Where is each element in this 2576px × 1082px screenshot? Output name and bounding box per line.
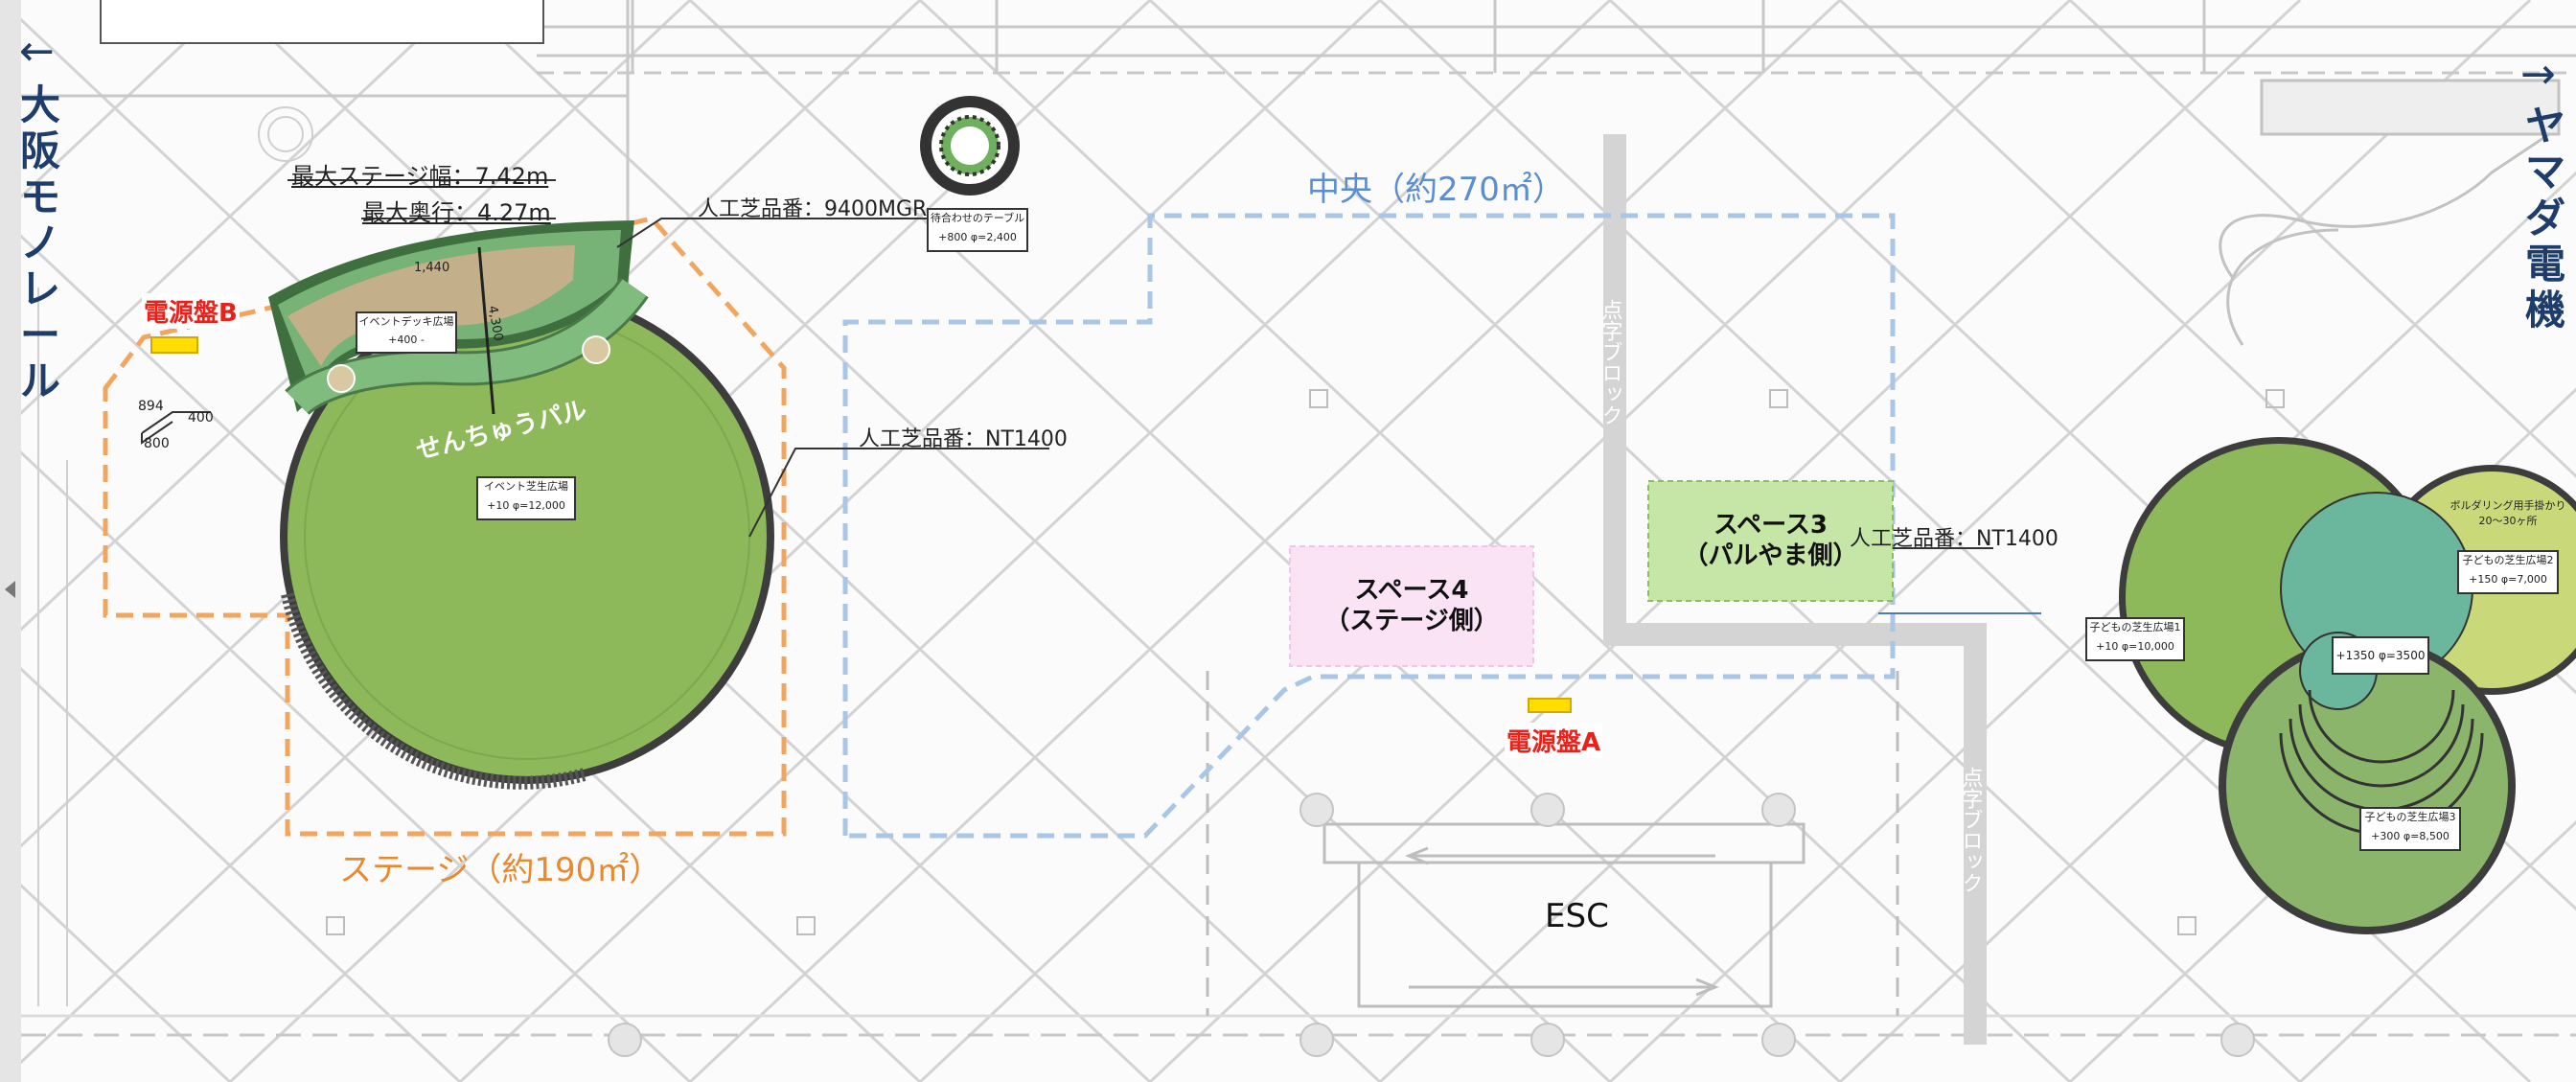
event-deck-level: +400 (388, 334, 418, 346)
direction-char: 阪 (19, 127, 60, 174)
collapse-arrow-icon[interactable] (5, 581, 15, 598)
kids-lawn-2-values: +150 φ=7,000 (2458, 570, 2558, 589)
kids-lawn-3-dim: φ=8,500 (2403, 830, 2450, 842)
kids-lawn-3-title: 子どもの芝生広場3 (2364, 811, 2456, 823)
turf-nt1400-left-label: 人工芝品番：NT1400 (859, 427, 1068, 451)
braille-blocks (1603, 134, 1987, 1045)
center-level: +1350 (2335, 649, 2376, 662)
kids-lawn-2-title: 子どもの芝生広場2 (2462, 554, 2554, 566)
table-info: 待合わせのテーブル +800 φ=2,400 (928, 209, 1027, 247)
right-direction-label: ヤマダ電機 (2520, 104, 2570, 334)
braille-block-label-2: 点字ブロック (1959, 767, 1984, 893)
kids-lawn-1-title: 子どもの芝生広場1 (2089, 621, 2181, 633)
dimension-sketch (141, 411, 211, 445)
direction-char: 機 (2524, 287, 2565, 334)
dim-400: 400 (188, 410, 214, 426)
top-legend-box (100, 0, 544, 44)
left-direction-label: 大阪モノレール (15, 82, 65, 404)
event-deck-title: イベントデッキ広場 (358, 315, 454, 328)
direction-char: 大 (19, 81, 60, 128)
direction-char: ヤ (2524, 103, 2565, 150)
left-arrow-icon: ← (19, 27, 55, 76)
event-lawn-info: イベント芝生広場 +10 φ=12,000 (477, 477, 575, 516)
sidebar-handle[interactable] (0, 0, 21, 1082)
right-arrow-icon: → (2520, 50, 2556, 99)
space4-subtitle: （ステージ側） (1324, 607, 1499, 635)
direction-char: レ (19, 265, 60, 312)
table-values: +800 φ=2,400 (928, 228, 1027, 247)
upper-left-structure (37, 106, 313, 1006)
space4-label[interactable]: スペース4 （ステージ側） (1290, 575, 1533, 636)
building-edge-lines (21, 0, 2576, 1037)
power-box-a (1528, 698, 1572, 713)
bouldering-label: ボルダリング用手掛かり 20〜30ヶ所 (2446, 498, 2570, 529)
table-level: +800 (938, 231, 968, 243)
space3-box[interactable] (1647, 480, 1894, 602)
leader-lines (288, 179, 2041, 614)
braille-block-label-1: 点字ブロック (1598, 299, 1623, 426)
event-deck-info: イベントデッキ広場 +400 - (356, 312, 456, 349)
info-boxes (356, 208, 2559, 851)
event-deck-dim: - (420, 334, 425, 346)
space4-title: スペース4 (1354, 576, 1469, 605)
kids-lawn-3-level: +300 (2371, 830, 2401, 842)
escalator (1206, 671, 1899, 1016)
dim-800: 800 (144, 436, 170, 451)
space3-title: スペース3 (1714, 511, 1828, 540)
power-b-label: 電源盤B (142, 293, 240, 329)
direction-char: ダ (2524, 195, 2565, 242)
power-box-b (150, 336, 198, 354)
power-a-label: 電源盤A (1505, 723, 1603, 758)
dim-894: 894 (138, 399, 164, 414)
direction-char: ー (19, 311, 60, 358)
turf-9400-label: 人工芝品番：9400MGR (698, 197, 928, 221)
direction-char: マ (2524, 149, 2565, 196)
center-dim: φ=3500 (2378, 649, 2426, 662)
center-mound-info: +1350 φ=3500 (2333, 646, 2428, 665)
center-area-label: 中央（約270㎡） (1307, 171, 1565, 209)
max-depth-label: 最大奥行：4.27m (362, 199, 551, 226)
direction-char: モ (19, 173, 60, 220)
space4-box[interactable] (1289, 545, 1534, 667)
kids-lawn-1-level: +10 (2096, 640, 2119, 653)
kids-lawn-1-info: 子どもの芝生広場1 +10 φ=10,000 (2086, 618, 2184, 656)
max-stage-width-label: 最大ステージ幅：7.42m (291, 163, 549, 190)
esc-label: ESC (1545, 897, 1609, 935)
meeting-table (920, 96, 1020, 196)
kids-lawn-1-dim: φ=10,000 (2121, 640, 2174, 653)
event-lawn-level: +10 (487, 499, 510, 512)
octagon-columns (608, 793, 2255, 1057)
stage-area-label: ステージ（約190㎡） (339, 851, 662, 889)
direction-char: 電 (2524, 241, 2565, 288)
bouldering-subtitle: 20〜30ヶ所 (2478, 515, 2538, 527)
stage-area-outline (103, 216, 787, 837)
kids-lawn-3-values: +300 φ=8,500 (2360, 827, 2460, 846)
space3-subtitle: （パルやま側） (1683, 541, 1858, 570)
kids-lawn-2-level: +150 (2469, 573, 2498, 586)
direction-char: ノ (19, 219, 60, 266)
turf-nt1400-right-label: 人工芝品番：NT1400 (1850, 527, 2058, 551)
kids-lawn-2-info: 子どもの芝生広場2 +150 φ=7,000 (2458, 551, 2558, 589)
bouldering-title: ボルダリング用手掛かり (2450, 499, 2566, 512)
kids-lawn-1-values: +10 φ=10,000 (2086, 637, 2184, 656)
kids-lawn-3-info: 子どもの芝生広場3 +300 φ=8,500 (2360, 808, 2460, 846)
table-dim: φ=2,400 (970, 231, 1017, 243)
event-lawn-values: +10 φ=12,000 (477, 496, 575, 516)
event-lawn-title: イベント芝生広場 (484, 480, 568, 493)
event-lawn-circle (280, 289, 774, 790)
space3-label[interactable]: スペース3 （パルやま側） (1648, 510, 1893, 571)
kids-lawn-2-dim: φ=7,000 (2500, 573, 2547, 586)
event-deck-values: +400 - (356, 331, 456, 349)
direction-char: ル (19, 357, 60, 404)
table-title: 待合わせのテーブル (930, 212, 1025, 224)
event-lawn-dim: φ=12,000 (512, 499, 565, 512)
upper-right-structure (2219, 79, 2561, 346)
dim-1440: 1,440 (414, 261, 450, 275)
